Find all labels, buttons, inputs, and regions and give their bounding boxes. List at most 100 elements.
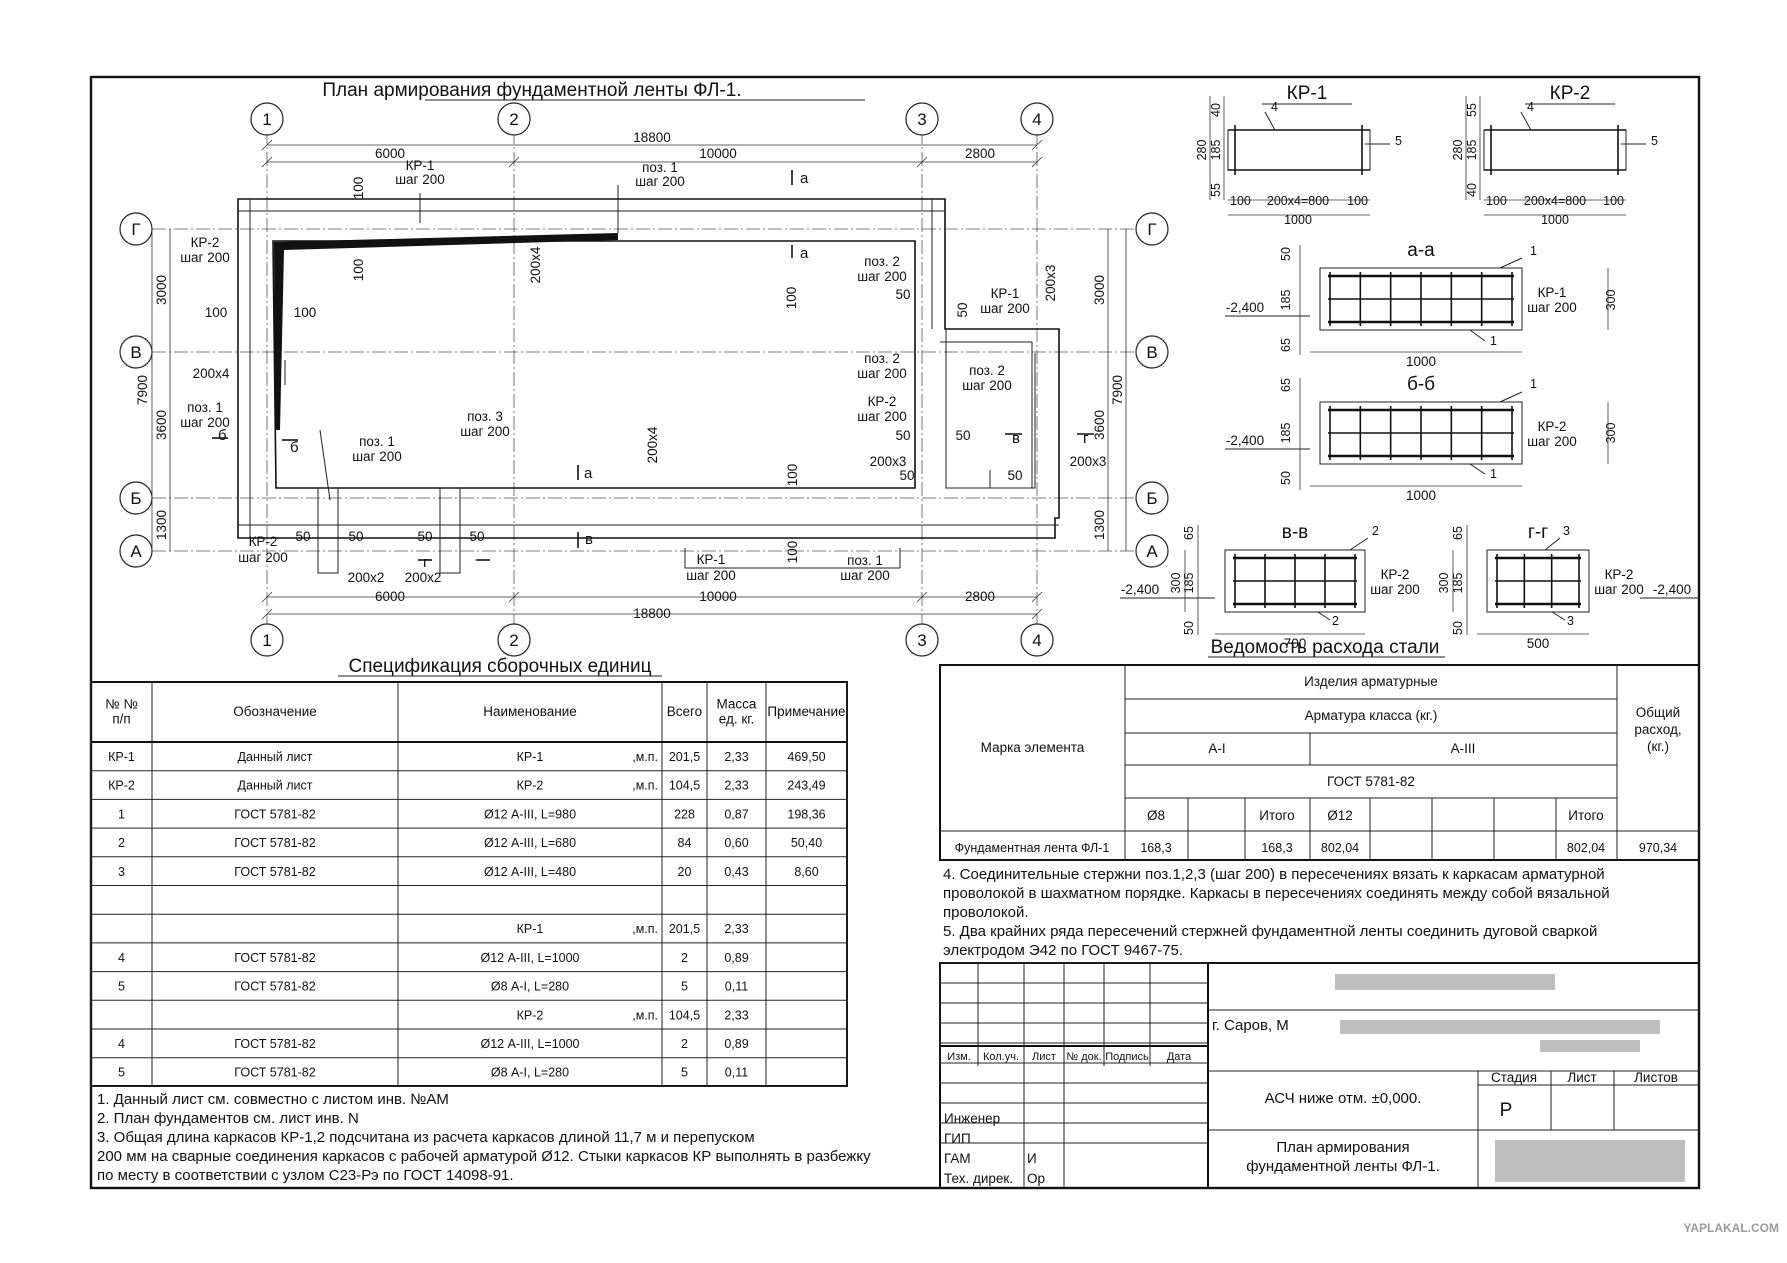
plan-label: 50 [955,428,970,443]
dim-text: 10000 [699,589,737,604]
axis-label: А [1146,542,1158,561]
pos-mark: 4 [1527,100,1534,114]
spec-cell: 5 [118,980,125,994]
stamp-head: Подпись [1105,1051,1149,1063]
dim-text: 6000 [375,146,405,161]
pos-mark: 2 [1332,614,1339,628]
dim-text: 3000 [154,275,169,305]
dim-text: 18800 [633,130,671,145]
dim-text: 65 [1279,378,1293,392]
dim-text: 55 [1465,103,1479,117]
steel-header: А-I [1208,741,1225,756]
spec-cell: ,м.п. [632,779,658,793]
steel-cell: 168,3 [1140,841,1171,855]
elevation: -2,400 [1226,433,1264,448]
dim-text: 300 [1604,423,1618,444]
plan-label: поз. 2 [969,363,1005,378]
dim-text: 100 [1230,194,1251,208]
stamp-section: АСЧ ниже отм. ±0,000. [1265,1090,1422,1107]
plan-label: 50 [469,529,484,544]
dim-text: 40 [1209,103,1223,117]
rebar-band [274,233,618,430]
axis-bubble-Gr: Г [1135,212,1169,246]
spec-cell: Ø8 А-I, L=280 [491,980,569,994]
plan-label: шаг 200 [962,378,1012,393]
spec-cell: Ø12 А-III, L=680 [484,836,576,850]
pos-mark: 3 [1567,614,1574,628]
plan-label: КР-1 [991,286,1020,301]
spec-header: ед. кг. [719,712,755,727]
axis-label: Г [1147,220,1156,239]
spec-cell: 198,36 [787,807,825,821]
spec-cell: КР-1 [108,750,135,764]
stamp-stage-head: Листов [1634,1070,1678,1085]
dim-text: 185 [1279,423,1293,444]
dim-text: 300 [1437,573,1451,594]
steel-note: 5. Два крайних ряда пересечений стержней… [943,923,1597,940]
plan-label: КР-1 [697,552,726,567]
spec-cell: ,м.п. [632,1008,658,1022]
dim-text: 200х4=800 [1524,194,1586,208]
plan-label: шаг 200 [686,568,736,583]
spec-cell: ГОСТ 5781-82 [234,1066,315,1080]
section-title: а-а [1407,240,1435,261]
spec-cell: 2,33 [724,1008,748,1022]
plan-label: КР-2 [868,394,897,409]
dim-text: 10000 [699,146,737,161]
plan-label: 200х3 [1043,265,1058,302]
axis-label: 1 [262,631,271,650]
spec-note: 3. Общая длина каркасов КР-1,2 подсчитан… [97,1129,755,1146]
axis-bubble-4b: 4 [1020,623,1054,657]
plan-label: поз. 1 [847,553,883,568]
plan-label: 100 [785,541,800,564]
axis-label: 1 [262,110,271,129]
steel-header: ГОСТ 5781-82 [1327,774,1415,789]
steel-note: 4. Соединительные стержни поз.1,2,3 (шаг… [943,866,1605,883]
plan-label: 200х4 [193,366,230,381]
pos-mark: 1 [1490,467,1497,481]
plan-label: 50 [895,428,910,443]
dim-text: 100 [1347,194,1368,208]
spec-note: 1. Данный лист см. совместно с листом ин… [97,1091,449,1108]
spec-cell: 4 [118,951,125,965]
kr1-title: КР-1 [1287,83,1328,104]
steel-cell: 970,34 [1639,841,1677,855]
pos-mark: 1 [1530,377,1537,391]
plan-label: 200х3 [870,454,907,469]
dim-text: 185 [1209,140,1223,161]
plan-label: поз. 1 [359,434,395,449]
steel-cell: 802,04 [1567,841,1605,855]
spec-cell: КР-2 [517,779,544,793]
stamp-name: Ор [1027,1171,1045,1186]
steel-header: Арматура класса (кг.) [1305,708,1438,723]
spec-note: 200 мм на сварные соединения каркасов с … [97,1148,871,1165]
section-label: шаг 200 [1527,300,1577,315]
spec-cell: ГОСТ 5781-82 [234,951,315,965]
spec-header: Наименование [483,704,577,719]
section-title: г-г [1528,522,1548,543]
spec-cell: Ø12 А-III, L=1000 [480,951,579,965]
kr1-detail: КР-1 40 280 185 55 100 200х4=800 100 100… [1195,83,1402,227]
stamp-stage-head: Лист [1567,1070,1596,1085]
steel-header: Изделия арматурные [1304,674,1438,689]
plan-label: КР-1 [406,158,435,173]
dim-text: 55 [1209,183,1223,197]
section-label: КР-2 [1538,419,1567,434]
section-mark: г [423,554,429,571]
section-mark: а [800,170,809,187]
spec-cell: ГОСТ 5781-82 [234,836,315,850]
dim-text: 65 [1451,526,1465,540]
plan-label: 200х3 [1070,454,1107,469]
dim-text: 280 [1195,140,1209,161]
dim-text: 185 [1182,573,1196,594]
dim-text: 65 [1182,526,1196,540]
stamp-role: ГИП [944,1131,971,1146]
section-mark: б [218,427,227,444]
plan-label: 50 [295,529,310,544]
spec-cell: Ø12 А-III, L=480 [484,865,576,879]
steel-note: проволокой в шахматном порядке. Каркасы … [943,885,1610,902]
plan-label: шаг 200 [180,250,230,265]
spec-header: Масса [717,697,757,712]
